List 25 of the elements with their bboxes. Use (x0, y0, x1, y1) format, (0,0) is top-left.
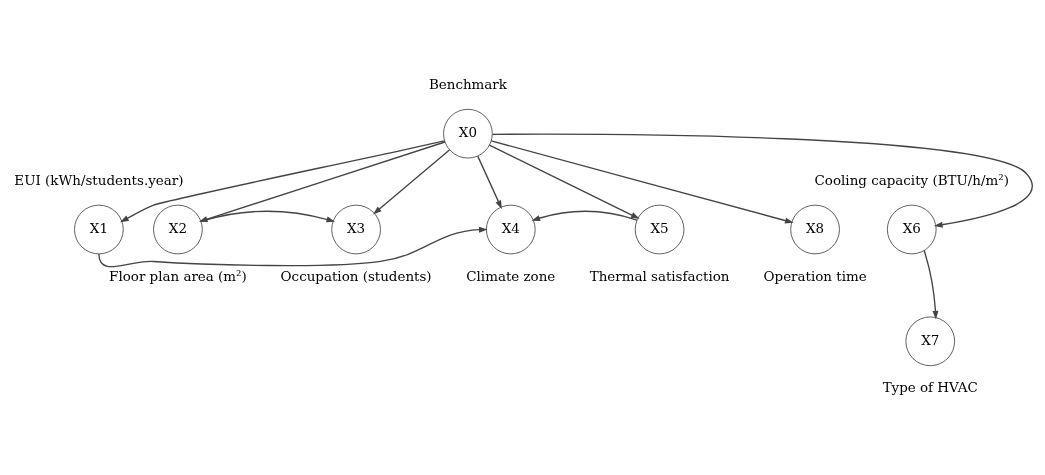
node-circle: X4 (485, 204, 536, 255)
node-label: EUI (kWh/students.year) (14, 172, 184, 188)
arrow (373, 149, 451, 215)
node-label: Occupation (students) (280, 268, 432, 284)
node-label: Benchmark (428, 76, 507, 92)
node-circle: X5 (634, 204, 685, 255)
arrow (531, 210, 638, 221)
arrow (477, 155, 502, 209)
node-circle: X2 (153, 204, 203, 255)
node-label: Operation time (763, 268, 867, 284)
node-circle: X7 (905, 316, 956, 367)
node-label: Thermal satisfaction (589, 268, 730, 284)
arrow (98, 226, 488, 268)
arrow (923, 249, 939, 320)
node-circle: X0 (443, 108, 493, 159)
node-label: Floor plan area (m²) (109, 268, 247, 284)
node-circle: X1 (74, 204, 124, 255)
node-circle: X6 (886, 204, 937, 255)
node-label: Cooling capacity (BTU/h/m²) (814, 172, 1009, 188)
arrow (490, 140, 794, 224)
node-label: Type of HVAC (882, 380, 978, 396)
node-circle: X8 (790, 204, 840, 255)
arrow (491, 133, 1033, 228)
arrow (488, 144, 640, 219)
node-label: Climate zone (466, 268, 556, 284)
